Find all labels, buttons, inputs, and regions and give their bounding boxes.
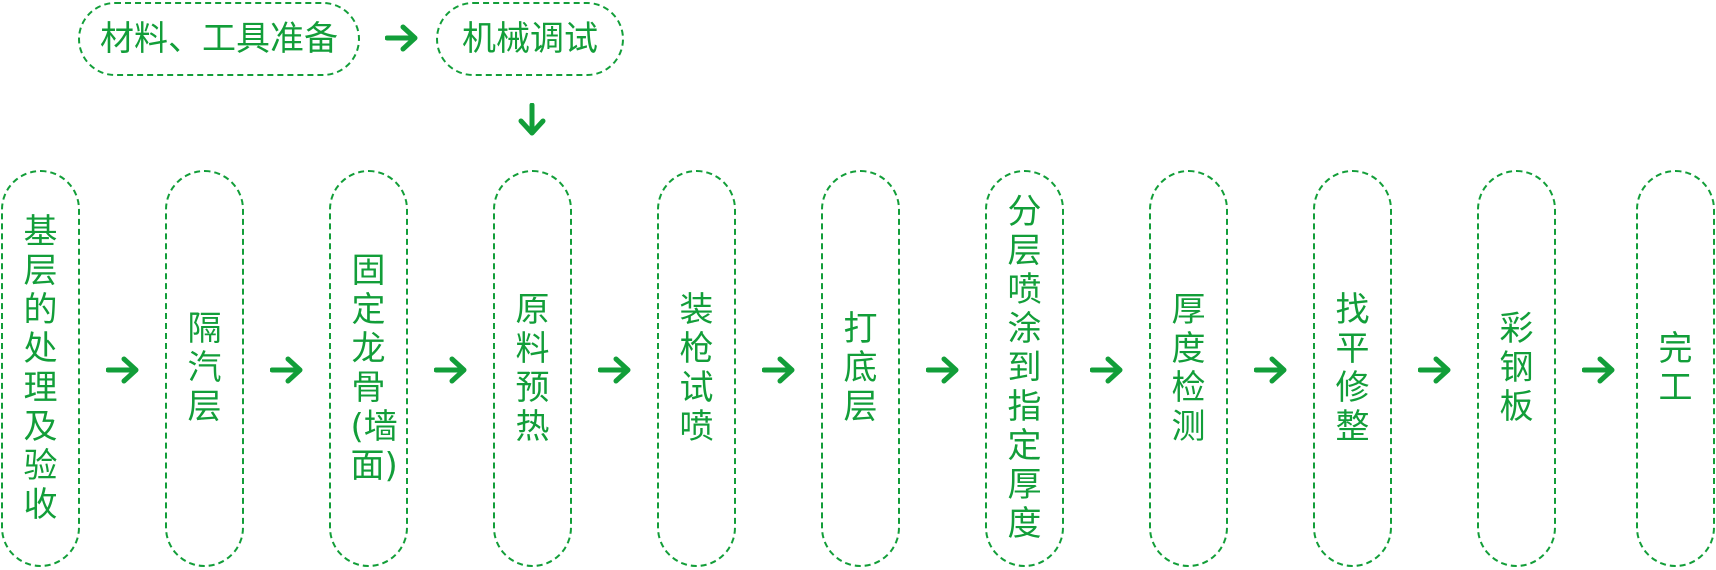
arrow-right-icon bbox=[1418, 356, 1451, 384]
arrow-right-icon bbox=[434, 356, 467, 384]
prep-step-machine-debug: 机械调试 bbox=[436, 2, 624, 76]
process-step-complete: 完工 bbox=[1636, 170, 1715, 567]
process-step-steel-sheet: 彩钢板 bbox=[1477, 170, 1556, 567]
step-label: 打底层 bbox=[843, 309, 878, 427]
arrow-right-icon bbox=[1090, 356, 1123, 384]
process-step-gun-test-spray: 装枪试喷 bbox=[657, 170, 736, 567]
step-label: 装枪试喷 bbox=[679, 289, 714, 447]
process-step-base-coat: 打底层 bbox=[821, 170, 900, 567]
step-label: 厚度检测 bbox=[1171, 289, 1206, 447]
step-label: 完工 bbox=[1658, 328, 1693, 408]
arrow-right-icon bbox=[762, 356, 795, 384]
arrow-right-icon bbox=[106, 356, 139, 384]
process-step-base-treatment: 基层的处理及验收 bbox=[1, 170, 80, 567]
step-label: 材料、工具准备 bbox=[100, 19, 338, 59]
step-label: 原料预热 bbox=[515, 289, 550, 447]
process-step-leveling: 找平修整 bbox=[1313, 170, 1392, 567]
arrow-right-icon bbox=[385, 24, 418, 52]
step-label: 隔汽层 bbox=[187, 309, 222, 427]
step-label: 分层喷涂到指定厚度 bbox=[1007, 192, 1042, 544]
process-step-thickness-check: 厚度检测 bbox=[1149, 170, 1228, 567]
step-label: 找平修整 bbox=[1335, 289, 1370, 447]
process-step-preheat-material: 原料预热 bbox=[493, 170, 572, 567]
process-step-layered-spraying: 分层喷涂到指定厚度 bbox=[985, 170, 1064, 567]
process-step-fix-keel: 固定龙骨(墙面) bbox=[329, 170, 408, 567]
step-label: 基层的处理及验收 bbox=[23, 211, 58, 525]
arrow-right-icon bbox=[598, 356, 631, 384]
prep-step-materials-tools: 材料、工具准备 bbox=[78, 2, 360, 76]
step-label: 机械调试 bbox=[462, 19, 598, 59]
arrow-down-icon bbox=[518, 103, 546, 136]
step-label: 彩钢板 bbox=[1499, 309, 1534, 427]
arrow-right-icon bbox=[270, 356, 303, 384]
arrow-right-icon bbox=[926, 356, 959, 384]
arrow-right-icon bbox=[1582, 356, 1615, 384]
process-step-vapor-barrier: 隔汽层 bbox=[165, 170, 244, 567]
step-label: 固定龙骨(墙面) bbox=[350, 250, 398, 486]
arrow-right-icon bbox=[1254, 356, 1287, 384]
